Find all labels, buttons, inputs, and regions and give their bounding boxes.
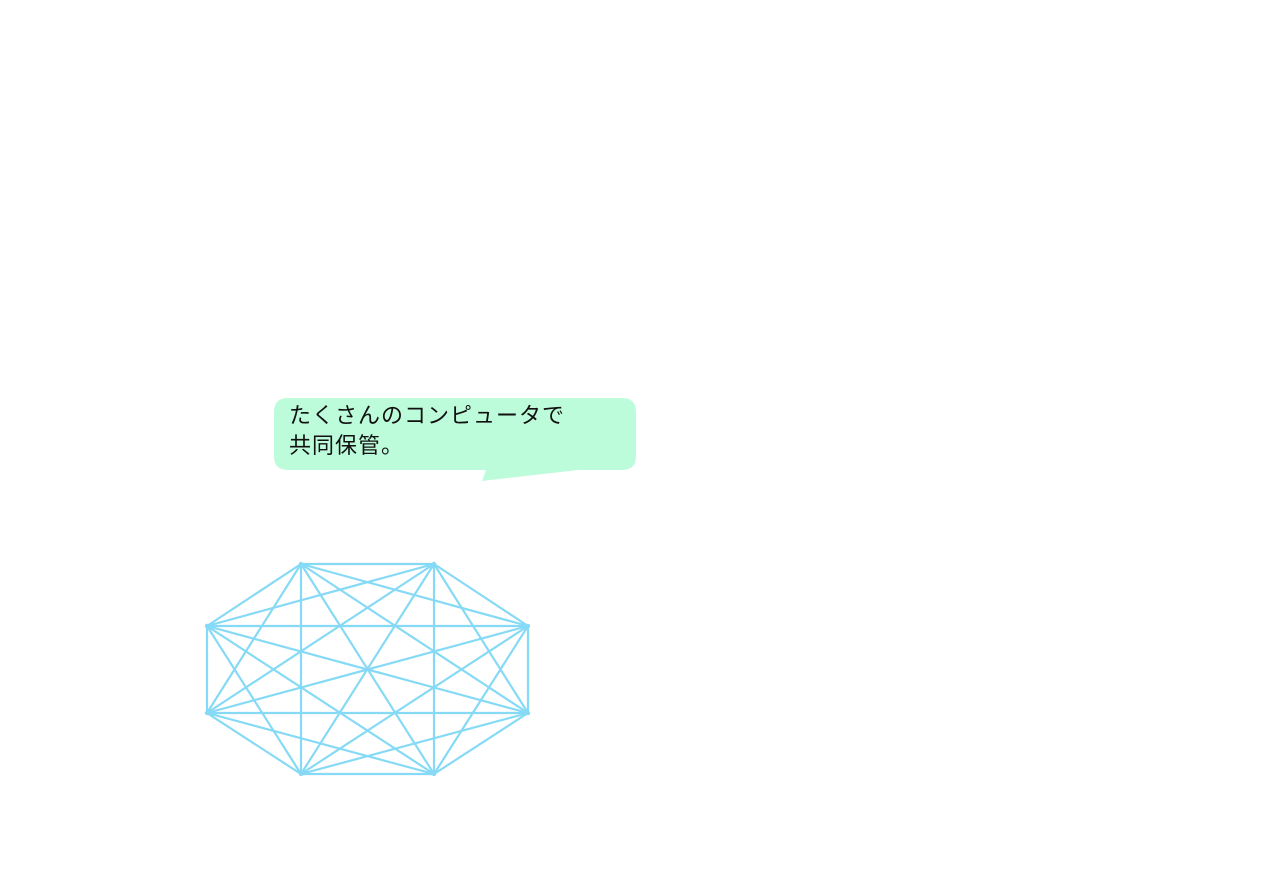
network-edge xyxy=(432,711,530,776)
network-node xyxy=(204,710,210,716)
network-node xyxy=(431,561,437,567)
network-node xyxy=(525,710,531,716)
network-nodes xyxy=(204,561,531,777)
speech-bubble-line-1: たくさんのコンピュータで xyxy=(289,404,566,429)
network-edge xyxy=(299,624,530,776)
network-node xyxy=(298,561,304,567)
network-edge xyxy=(205,711,303,776)
network-edge xyxy=(205,711,436,776)
speech-bubble-line-2: 共同保管。 xyxy=(289,434,405,459)
network-edge xyxy=(432,562,530,628)
network-edge xyxy=(205,624,436,776)
network-edge xyxy=(299,562,530,715)
network-edge xyxy=(205,562,436,715)
network-edge xyxy=(205,562,303,628)
network-node xyxy=(525,623,531,629)
network-edge xyxy=(299,711,530,776)
network-edge xyxy=(205,562,436,628)
network-edge xyxy=(205,624,530,715)
speech-bubble-text: たくさんのコンピュータで 共同保管。 xyxy=(289,402,629,462)
network-edges xyxy=(205,562,530,776)
network-node xyxy=(204,623,210,629)
network-node xyxy=(431,771,437,777)
network-edge xyxy=(205,624,303,776)
network-node xyxy=(298,771,304,777)
